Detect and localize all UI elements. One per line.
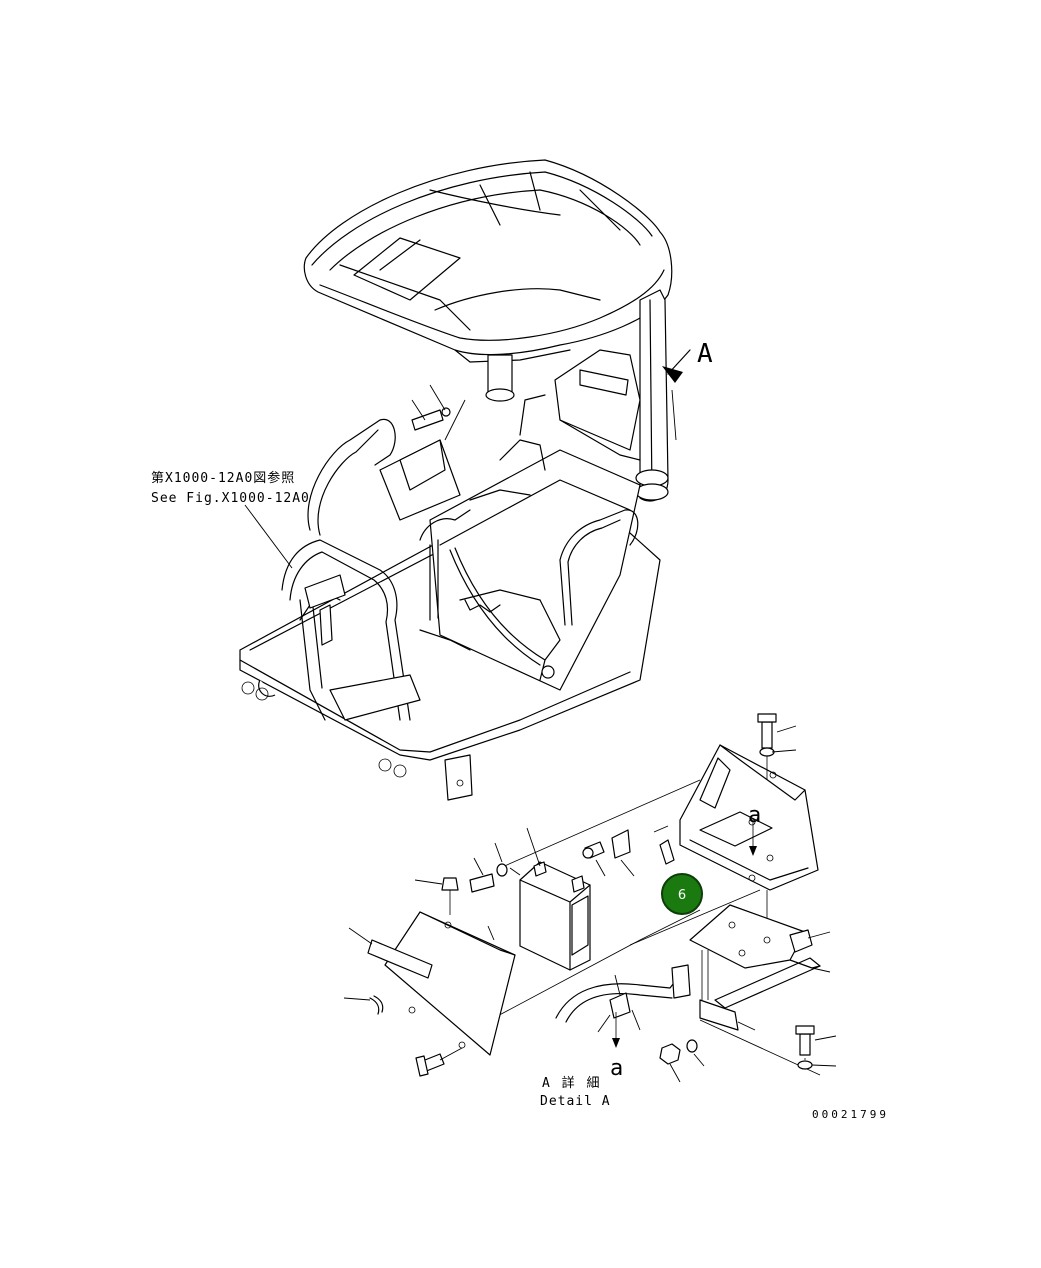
view-arrow-a — [662, 349, 691, 441]
reference-note-jp: 第X1000-12A0図参照 — [151, 470, 295, 486]
section-mark-lower: a — [610, 1056, 623, 1081]
guard-rails — [281, 418, 639, 721]
reference-note-en: See Fig.X1000-12A0 — [151, 491, 310, 506]
section-mark-upper: a — [748, 803, 761, 828]
frame-details — [241, 394, 561, 801]
detail-a-assembly — [343, 713, 837, 1083]
canopy-post — [485, 289, 669, 502]
detail-caption-jp: A 詳 細 — [542, 1075, 601, 1091]
drawing-number: 00021799 — [812, 1108, 889, 1121]
callout-marker-label: 6 — [678, 888, 686, 903]
callout-marker-6[interactable]: 6 — [661, 873, 703, 915]
reference-leader — [244, 504, 293, 569]
detail-caption-en: Detail A — [540, 1094, 611, 1109]
canopy-roof — [303, 159, 673, 363]
view-arrow-label: A — [697, 339, 713, 369]
top-bolt — [411, 384, 466, 441]
